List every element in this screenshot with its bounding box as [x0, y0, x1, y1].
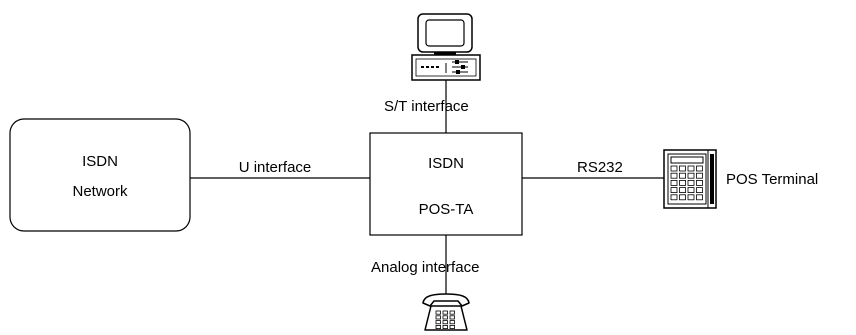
telephone-key: [435, 320, 441, 325]
pos-terminal-key: [696, 172, 703, 179]
pos-ta-node: ISDN POS-TA: [369, 132, 523, 236]
isdn-network-line2: Network: [72, 183, 128, 200]
pos-terminal-key: [696, 179, 703, 186]
telephone-icon: [422, 293, 470, 331]
pos-terminal-key: [670, 172, 678, 179]
analog-interface-label: Analog interface: [371, 259, 479, 276]
pos-terminal-key: [670, 194, 678, 201]
pos-terminal-key: [687, 172, 695, 179]
pos-terminal-key: [679, 179, 686, 186]
pos-ta-line2: POS-TA: [419, 201, 474, 218]
u-interface-label: U interface: [239, 159, 312, 176]
pos-terminal-key: [687, 179, 695, 186]
telephone-key: [435, 310, 441, 315]
st-interface-link: S/T interface: [384, 80, 469, 133]
rs232-link: RS232: [522, 159, 664, 179]
pos-terminal-key: [687, 165, 695, 172]
telephone-key: [435, 324, 441, 329]
rs232-label: RS232: [577, 159, 623, 176]
telephone-key: [442, 310, 448, 315]
telephone-key: [435, 315, 441, 320]
pos-terminal-key: [679, 172, 686, 179]
pos-terminal-key: [679, 165, 686, 172]
telephone-key: [449, 324, 455, 329]
pos-terminal-key: [696, 194, 703, 201]
pos-terminal-key: [670, 187, 678, 194]
telephone-key: [449, 315, 455, 320]
telephone-key: [449, 320, 455, 325]
isdn-network-node: ISDN Network: [9, 118, 191, 232]
telephone-key: [442, 324, 448, 329]
analog-interface-link: Analog interface: [371, 235, 479, 296]
pos-terminal-key: [687, 187, 695, 194]
telephone-key: [449, 310, 455, 315]
u-interface-link: U interface: [190, 159, 370, 179]
pos-terminal-key: [679, 194, 686, 201]
pos-terminal-key: [687, 194, 695, 201]
pos-terminal-key: [696, 187, 703, 194]
isdn-network-line1: ISDN: [82, 153, 118, 170]
pos-ta-line1: ISDN: [428, 155, 464, 172]
pos-terminal-icon: [663, 149, 717, 209]
pos-terminal-key: [679, 187, 686, 194]
pos-terminal-key: [670, 165, 678, 172]
pos-terminal-key: [670, 179, 678, 186]
pos-terminal-label: POS Terminal: [726, 171, 818, 188]
st-interface-label: S/T interface: [384, 98, 469, 115]
pos-terminal-key: [696, 165, 703, 172]
computer-icon: [411, 13, 481, 81]
telephone-key: [442, 315, 448, 320]
telephone-key: [442, 320, 448, 325]
